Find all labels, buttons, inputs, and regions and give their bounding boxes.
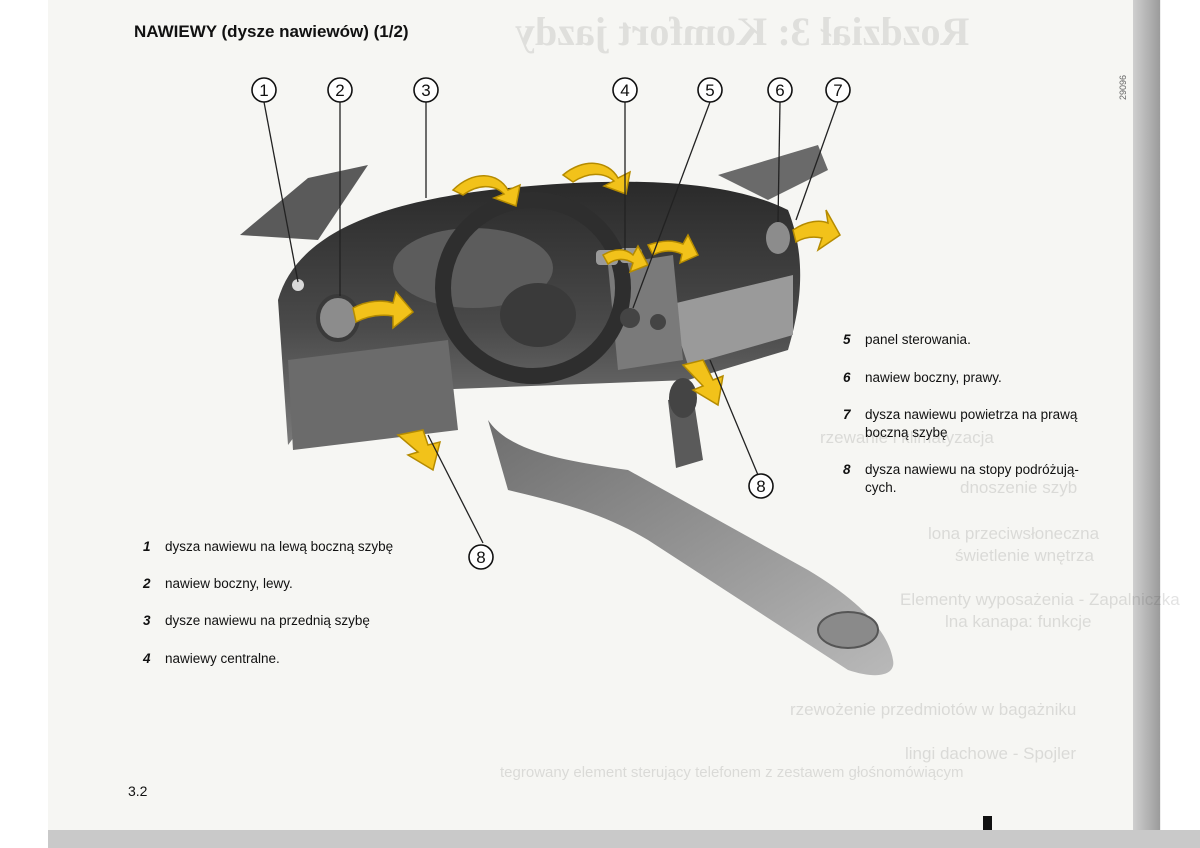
page-binding-shadow	[1133, 0, 1200, 848]
legend-text: nawiewy centralne.	[165, 651, 280, 666]
legend-item-1: 1 dysza nawiewu na lewą boczną szybę	[143, 538, 393, 556]
callout-number: 2	[335, 81, 344, 100]
legend-text-continued: boczną szybę	[865, 425, 948, 440]
legend-number: 6	[843, 370, 851, 385]
airflow-arrow	[792, 209, 841, 252]
floor-tunnel	[488, 420, 894, 676]
dashboard-illustration: 1 2 3 4 5 6 7 8 8	[240, 77, 894, 676]
bleed-through-line: rzewożenie przedmiotów w bagażniku	[790, 700, 1077, 719]
a-pillar-left	[240, 165, 368, 240]
legend-text: dysza nawiewu powietrza na prawą	[865, 407, 1078, 422]
callout-number: 7	[833, 81, 842, 100]
legend-number: 1	[143, 539, 151, 554]
bleed-through-line: lingi dachowe - Spojler	[905, 744, 1077, 763]
callout-number: 6	[775, 81, 784, 100]
callout-circle-8	[748, 473, 774, 499]
callout-leaders	[263, 101, 839, 544]
callout-circle-2	[327, 77, 353, 103]
steering-wheel	[435, 192, 631, 384]
callout-circles	[251, 77, 851, 570]
callout-number: 5	[705, 81, 714, 100]
vent-left-window	[292, 279, 304, 291]
a-pillar-right	[718, 145, 828, 200]
vent-right-side	[766, 222, 790, 254]
callout-circle-8	[468, 544, 494, 570]
bleed-through-heading: Rozdział 3: Komfort jazdy	[515, 9, 970, 54]
airflow-arrow	[601, 244, 650, 274]
legend-item-8: 8 dysza nawiewu na stopy podróżują- cych.	[843, 461, 1133, 497]
callout-number: 3	[421, 81, 430, 100]
legend-item-3: 3 dysze nawiewu na przednią szybę	[143, 612, 370, 630]
legend-item-7: 7 dysza nawiewu powietrza na prawą boczną…	[843, 406, 1133, 442]
airflow-arrow	[352, 290, 415, 330]
dashboard-lower-left	[288, 340, 458, 450]
legend-text-continued: cych.	[865, 480, 897, 495]
page-number: 3.2	[128, 783, 148, 799]
bleed-through-line: dnoszenie szyb	[960, 478, 1078, 497]
airflow-arrow	[681, 359, 724, 407]
legend-number: 7	[843, 407, 851, 422]
legend-number: 3	[143, 613, 151, 628]
bleed-through-line: lna kanapa: funkcje	[945, 612, 1092, 631]
print-registration-mark	[983, 816, 992, 830]
bleed-through-line: świetlenie wnętrza	[955, 546, 1094, 565]
airflow-arrow	[451, 175, 521, 208]
bleed-through-line: lona przeciwsłoneczna	[928, 524, 1100, 543]
airflow-arrow	[396, 429, 442, 472]
control-panel-knob	[620, 308, 640, 328]
callout-circle-6	[767, 77, 793, 103]
callout-circle-5	[697, 77, 723, 103]
bleed-through-line: rzewanie i klimatyzacja	[820, 428, 994, 447]
bleed-through-line: Elementy wyposażenia - Zapalniczka	[900, 590, 1180, 609]
callout-numbers: 1 2 3 4 5 6 7 8 8	[259, 81, 842, 567]
gear-knob	[669, 378, 697, 418]
callout-circle-1	[251, 77, 277, 103]
legend-text: nawiew boczny, prawy.	[865, 370, 1002, 385]
airflow-arrow	[646, 233, 700, 265]
legend-text: dysza nawiewu na stopy podróżują-	[865, 462, 1079, 477]
airflow-arrows	[352, 162, 841, 472]
manual-page	[48, 0, 1133, 830]
legend-item-2: 2 nawiew boczny, lewy.	[143, 575, 293, 593]
legend-number: 8	[843, 462, 851, 477]
airflow-arrow	[561, 162, 632, 196]
callout-circle-3	[413, 77, 439, 103]
dashboard-lower-right	[668, 275, 793, 365]
control-panel-knob	[650, 314, 666, 330]
legend-item-6: 6 nawiew boczny, prawy.	[843, 369, 1002, 387]
callout-number: 8	[476, 548, 485, 567]
legend-text: nawiew boczny, lewy.	[165, 576, 293, 591]
scan-bottom-edge	[48, 830, 1200, 848]
bleed-through-line: tegrowany element sterujący telefonem z …	[500, 764, 964, 781]
legend-number: 4	[143, 651, 151, 666]
legend-text: panel sterowania.	[865, 332, 971, 347]
legend-number: 2	[143, 576, 151, 591]
legend-text: dysze nawiewu na przednią szybę	[165, 613, 370, 628]
callout-number: 4	[620, 81, 629, 100]
page-title: NAWIEWY (dysze nawiewów) (1/2)	[134, 22, 409, 41]
legend-text: dysza nawiewu na lewą boczną szybę	[165, 539, 394, 554]
instrument-cluster	[393, 228, 553, 308]
steering-hub	[500, 283, 576, 347]
legend-item-4: 4 nawiewy centralne.	[143, 650, 280, 668]
legend-number: 5	[843, 332, 851, 347]
callout-circle-4	[612, 77, 638, 103]
vent-left-side	[316, 294, 360, 342]
scan-edge-left	[0, 0, 48, 848]
callout-number: 8	[756, 477, 765, 496]
callout-number: 1	[259, 81, 268, 100]
cup-holder	[817, 611, 879, 649]
legend-item-5: 5 panel sterowania.	[843, 331, 971, 349]
callout-circle-7	[825, 77, 851, 103]
